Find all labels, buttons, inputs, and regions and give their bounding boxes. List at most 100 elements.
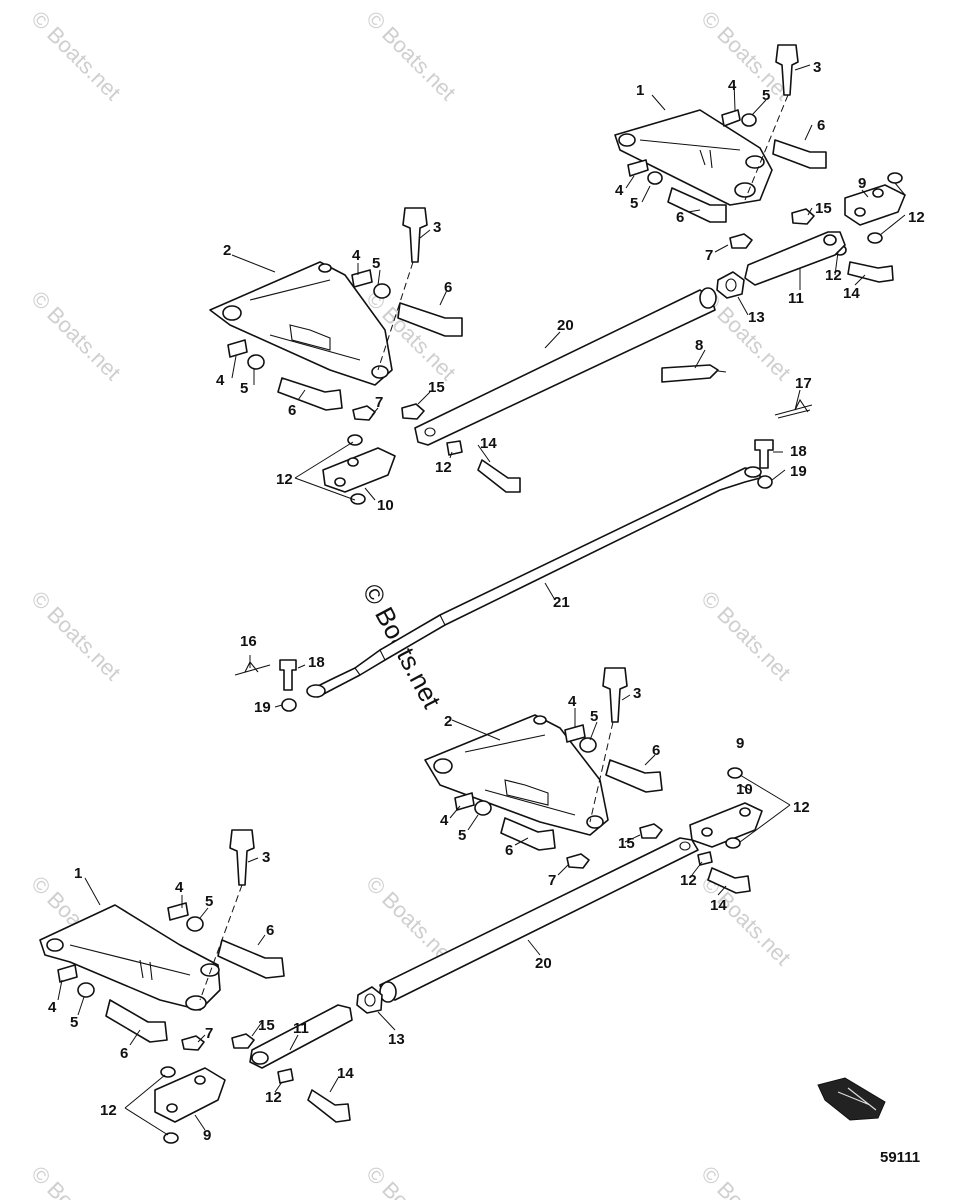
washer-part-5-top (647, 113, 757, 185)
callout-label: 14 (710, 897, 727, 914)
callout-label: 14 (337, 1065, 354, 1082)
callout-label: 19 (790, 463, 807, 480)
nut-part-19-top (757, 475, 773, 489)
callout-label: 18 (308, 654, 325, 671)
bolt-part-3-upper (402, 207, 428, 263)
bolt-part-6-upper (277, 302, 463, 411)
callout-label: 7 (205, 1025, 213, 1042)
callout-label: 4 (728, 77, 737, 94)
callout-label: 15 (815, 200, 832, 217)
bushing-part-12-lower-left (160, 1066, 294, 1144)
callout-label: 12 (100, 1102, 117, 1119)
bolt-part-6-top (667, 139, 827, 223)
callout-label: 6 (288, 402, 296, 419)
clip-part-17 (774, 398, 813, 419)
arm-part-1-lower (39, 904, 221, 1011)
watermark: © Boats.net (696, 586, 795, 685)
yoke-part-10-upper (322, 447, 396, 493)
cotter-pin-part-4-lower (454, 724, 586, 811)
callout-label: 20 (557, 317, 574, 334)
callout-label: 11 (293, 1020, 309, 1037)
nut-part-7-top (729, 233, 753, 249)
callout-label: 18 (790, 443, 807, 460)
bushing-part-12-mid (446, 440, 463, 456)
callout-label: 12 (276, 471, 293, 488)
callout-label: 20 (535, 955, 552, 972)
cable-part-21 (306, 466, 762, 698)
bolt-part-14-lower (707, 867, 751, 894)
callout-label: 9 (858, 175, 866, 192)
grease-tube-part-8 (661, 364, 727, 383)
callout-label: 6 (120, 1045, 128, 1062)
callout-label: 5 (630, 195, 638, 212)
callout-label: 16 (240, 633, 257, 650)
callout-label: 3 (813, 59, 821, 76)
callout-label: 5 (458, 827, 466, 844)
bushing-part-12-upper (347, 434, 366, 505)
callout-label: 3 (262, 849, 270, 866)
callout-label: 12 (435, 459, 452, 476)
bolt-part-3-lower-left (229, 829, 255, 886)
callout-label: 11 (788, 290, 804, 307)
nut-part-7-upper (352, 405, 376, 421)
washer-part-5-lower (474, 737, 597, 816)
callout-label: 4 (48, 999, 57, 1016)
callout-label: 6 (676, 209, 684, 226)
callout-label: 9 (736, 735, 744, 752)
callout-label: 12 (793, 799, 810, 816)
washer-part-5-lower-left (77, 916, 204, 998)
callout-label: 15 (618, 835, 635, 852)
watermark: © Boats.net (26, 1161, 125, 1200)
callout-label: 15 (428, 379, 445, 396)
tube-part-20-lower (379, 837, 699, 1003)
watermark: © Boats.net (26, 6, 125, 105)
figure-number: 59111 (880, 1149, 920, 1166)
callout-label: 12 (825, 267, 842, 284)
callout-label: 4 (175, 879, 184, 896)
bolt-part-6-lower (500, 759, 663, 851)
yoke-part-9-lower (154, 1067, 226, 1123)
callout-label: 4 (440, 812, 449, 829)
callout-label: 4 (352, 247, 361, 264)
link-part-11-top (744, 231, 846, 286)
callout-label: 6 (266, 922, 274, 939)
callout-label: 13 (388, 1031, 405, 1048)
link-part-11-lower (249, 1004, 353, 1069)
bushing-part-12-lower (697, 767, 743, 866)
nut-part-15-top (791, 208, 815, 225)
yoke-part-10-lower (689, 802, 763, 848)
callout-label: 10 (736, 781, 753, 798)
bolt-part-18-top (754, 439, 774, 469)
bolt-part-14-mid (477, 459, 521, 493)
callout-label: 8 (695, 337, 703, 354)
callout-label: 7 (548, 872, 556, 889)
callout-label: 7 (375, 394, 383, 411)
cotter-pin-part-4-top (627, 109, 741, 177)
nut-part-7-lower (566, 853, 590, 869)
bolt-part-14-top (847, 261, 894, 283)
callout-label: 1 (74, 865, 82, 882)
nut-part-15-mid (401, 403, 425, 420)
cotter-pin-part-4-upper (227, 269, 373, 358)
watermark: © Boats.net (361, 6, 460, 105)
arm-part-1-top (614, 109, 773, 206)
arm-part-2-lower (424, 714, 609, 836)
callout-label: 2 (223, 242, 231, 259)
jam-nut-part-13-lower (356, 986, 383, 1014)
callout-label: 3 (433, 219, 441, 236)
callout-label: 9 (203, 1127, 211, 1144)
watermark: © Boats.net (26, 586, 125, 685)
tube-part-20-top (414, 287, 717, 446)
callout-label: 13 (748, 309, 765, 326)
callout-label: 19 (254, 699, 271, 716)
callout-label: 12 (265, 1089, 282, 1106)
callout-label: 4 (216, 372, 225, 389)
callout-label: 5 (70, 1014, 78, 1031)
bolt-part-3-top (775, 44, 799, 96)
callout-label: 6 (505, 842, 513, 859)
callout-label: 10 (377, 497, 394, 514)
callout-label: 15 (258, 1017, 275, 1034)
arm-part-2-upper (209, 261, 393, 386)
callout-label: 7 (705, 247, 713, 264)
